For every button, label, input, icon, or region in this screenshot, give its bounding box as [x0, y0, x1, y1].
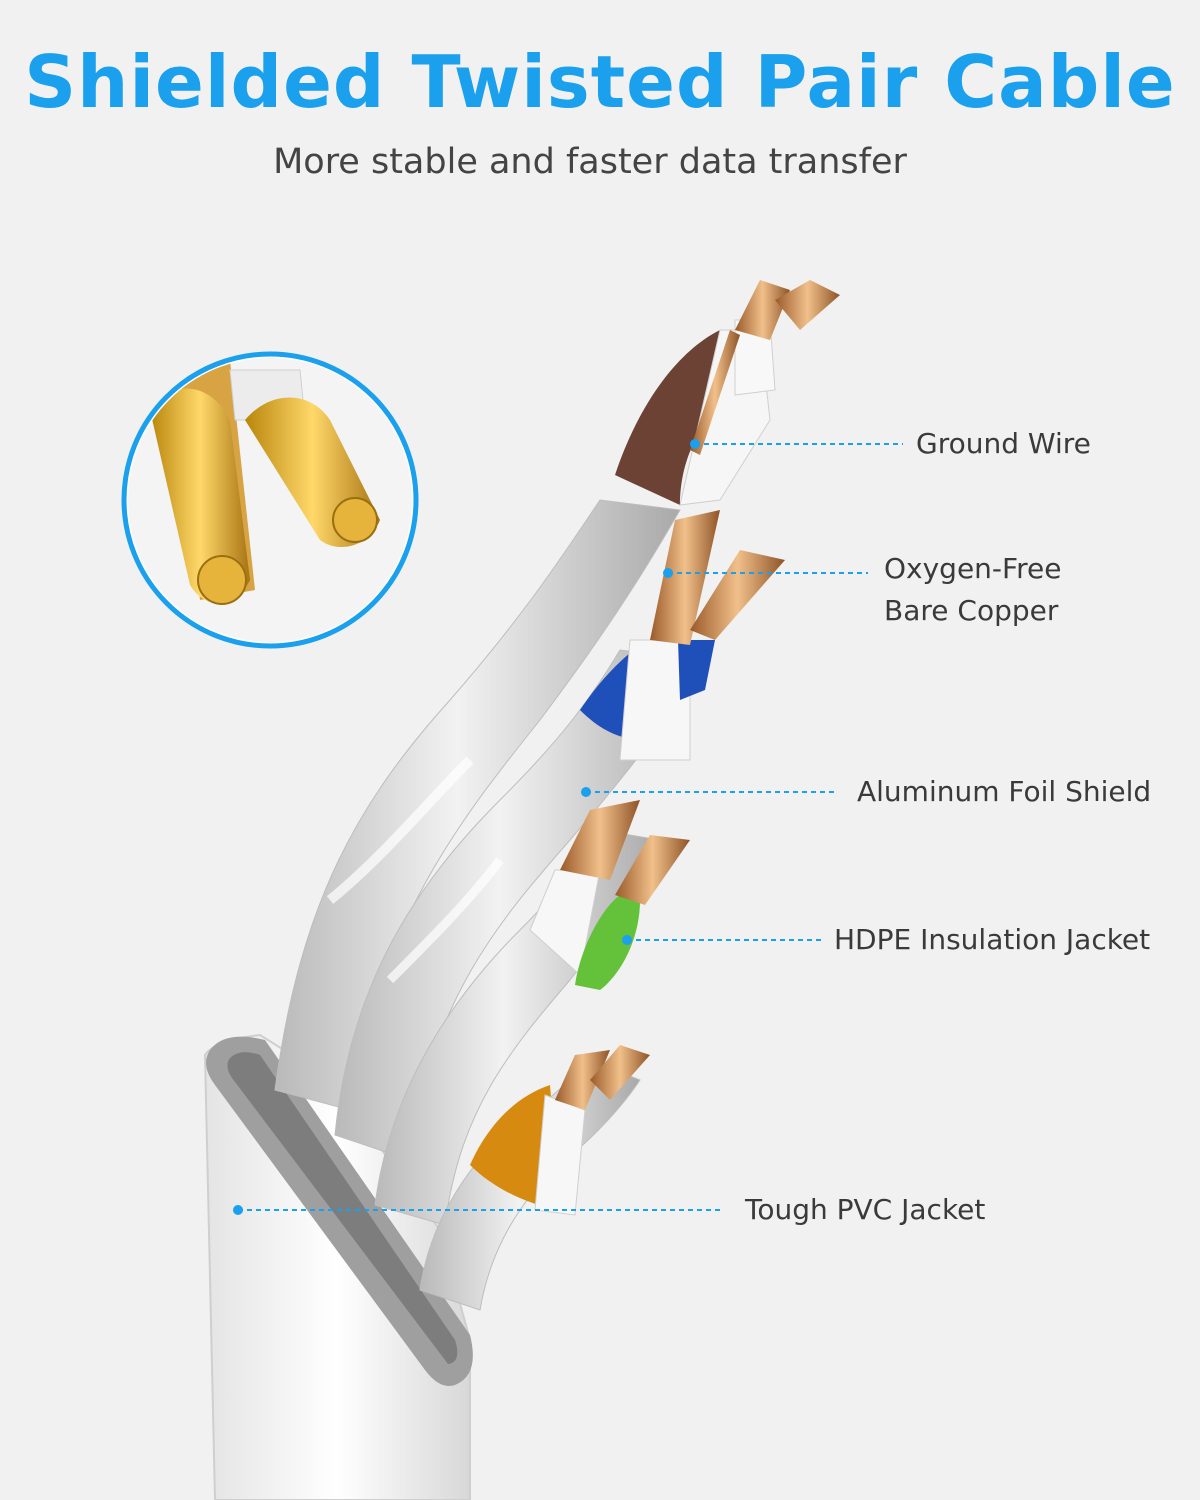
- pvc-jacket: [203, 1033, 473, 1500]
- pair-4-cores: [470, 1045, 650, 1216]
- callout-ground-wire-leader: [690, 439, 903, 449]
- callout-hdpe-line-1: HDPE Insulation Jacket: [834, 923, 1151, 956]
- callout-copper-line-2: Bare Copper: [884, 594, 1059, 627]
- callout-copper-leader: [663, 568, 868, 578]
- callout-ground-wire-line-1: Ground Wire: [916, 427, 1091, 460]
- page-title: Shielded Twisted Pair Cable: [24, 40, 1176, 124]
- callout-hdpe-insulation-jacket: HDPE Insulation Jacket: [834, 919, 1150, 961]
- page-subtitle: More stable and faster data transfer: [273, 142, 907, 182]
- callout-copper-line-1: Oxygen-Free: [884, 552, 1062, 585]
- callout-hdpe-leader: [622, 935, 825, 945]
- pair-1-cores: [615, 280, 840, 506]
- callout-foil-leader: [581, 787, 838, 797]
- callout-pvc-line-1: Tough PVC Jacket: [745, 1193, 986, 1226]
- callout-tough-pvc-jacket: Tough PVC Jacket: [745, 1189, 985, 1231]
- callout-oxygen-free-bare-copper: Oxygen-Free Bare Copper: [884, 548, 1061, 632]
- pair-3-cores: [529, 800, 690, 990]
- callout-aluminum-foil-shield: Aluminum Foil Shield: [857, 771, 1151, 813]
- shielded-pair-1: [274, 499, 681, 1111]
- callout-pvc-leader: [233, 1205, 722, 1215]
- inset-magnifier: [121, 351, 419, 649]
- callout-ground-wire: Ground Wire: [916, 423, 1091, 465]
- callout-foil-line-1: Aluminum Foil Shield: [857, 775, 1152, 808]
